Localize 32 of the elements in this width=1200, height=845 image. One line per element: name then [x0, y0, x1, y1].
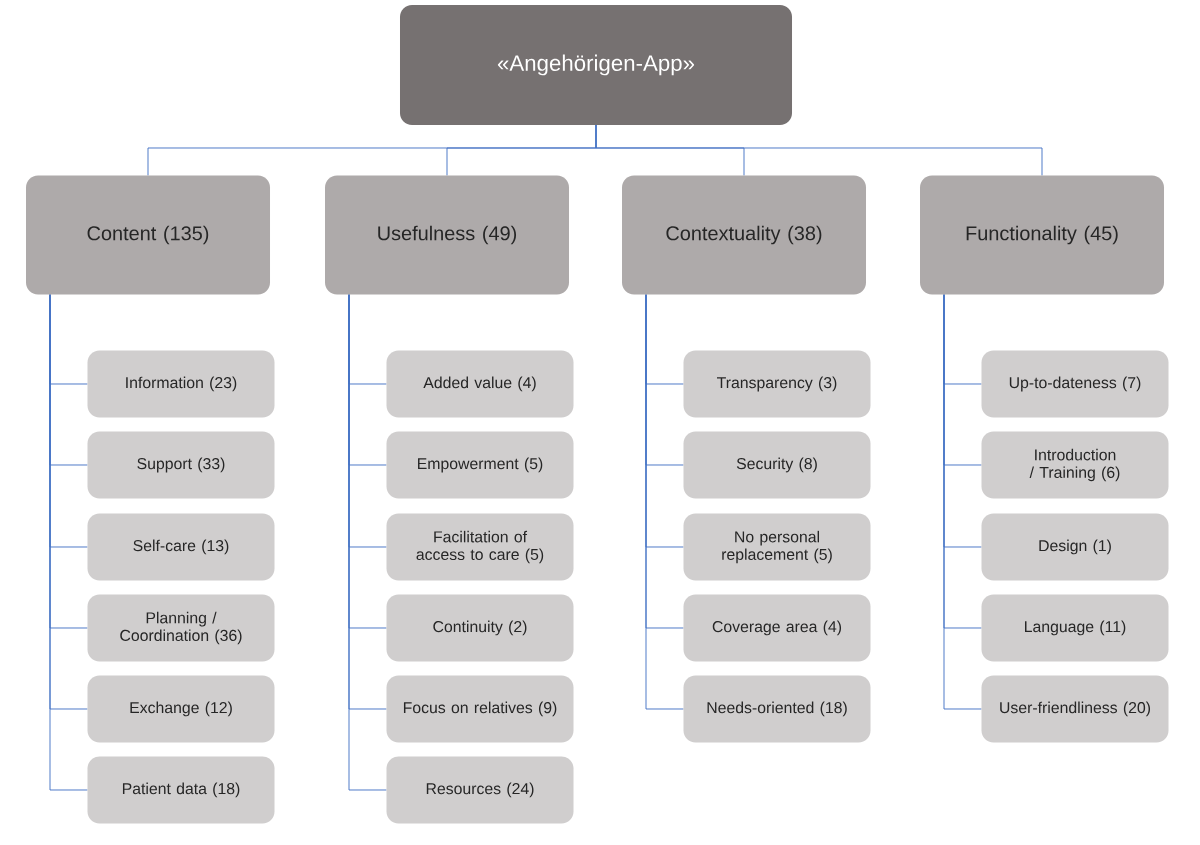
connector-line	[595, 124, 1043, 176]
connector-line	[49, 294, 88, 791]
subcategory-box: Added value (4)	[386, 350, 574, 418]
subcategory-box: Self-care (13)	[87, 513, 275, 581]
subcategory-box: Information (23)	[87, 350, 275, 418]
subcategory-box: Transparency (3)	[683, 350, 871, 418]
category-box: Content (135)	[26, 175, 270, 295]
subcategory-box: Patient data (18)	[87, 756, 275, 824]
root-box: «Angehörigen-App»	[400, 5, 792, 125]
subcategory-box: Introduction / Training (6)	[981, 431, 1169, 499]
connector-line	[645, 294, 684, 710]
subcategory-box: Exchange (12)	[87, 675, 275, 743]
connector-line	[943, 294, 982, 710]
subcategory-box: Needs-oriented (18)	[683, 675, 871, 743]
subcategory-box: Support (33)	[87, 431, 275, 499]
subcategory-box: Security (8)	[683, 431, 871, 499]
subcategory-box: Coverage area (4)	[683, 594, 871, 662]
subcategory-box: Focus on relatives (9)	[386, 675, 574, 743]
connector-line	[348, 294, 387, 791]
subcategory-box: No personal replacement (5)	[683, 513, 871, 581]
subcategory-box: Language (11)	[981, 594, 1169, 662]
subcategory-box: Up-to-dateness (7)	[981, 350, 1169, 418]
subcategory-box: Continuity (2)	[386, 594, 574, 662]
subcategory-box: Planning / Coordination (36)	[87, 594, 275, 662]
subcategory-box: Facilitation of access to care (5)	[386, 513, 574, 581]
subcategory-box: Design (1)	[981, 513, 1169, 581]
category-box: Usefulness (49)	[325, 175, 569, 295]
category-box: Functionality (45)	[920, 175, 1164, 295]
subcategory-box: Resources (24)	[386, 756, 574, 824]
category-box: Contextuality (38)	[622, 175, 866, 295]
subcategory-box: User-friendliness (20)	[981, 675, 1169, 743]
subcategory-box: Empowerment (5)	[386, 431, 574, 499]
